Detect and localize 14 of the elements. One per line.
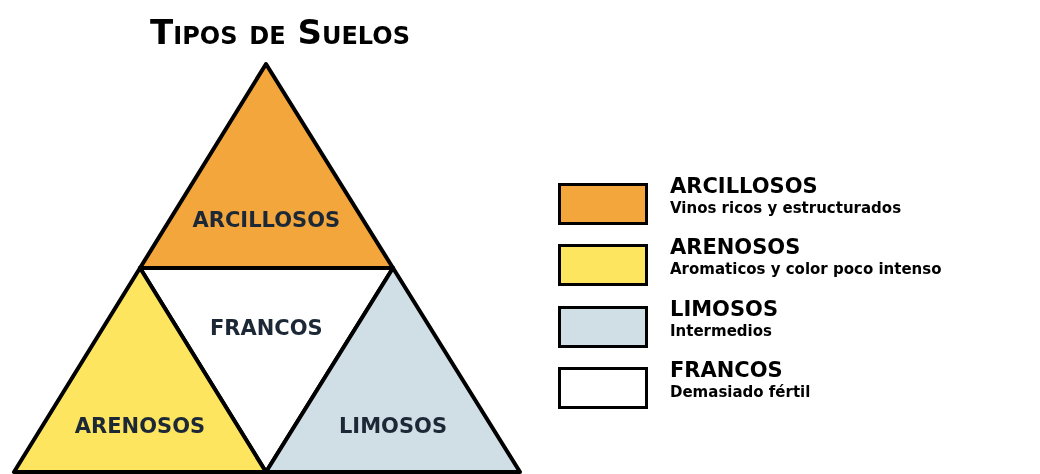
- soil-label: LIMOSOS: [339, 414, 447, 438]
- legend-heading: LIMOSOS: [670, 297, 779, 321]
- legend-heading: ARCILLOSOS: [670, 174, 818, 198]
- legend-description: Intermedios: [670, 322, 772, 340]
- soil-label: ARENOSOS: [74, 414, 206, 438]
- soil-label: FRANCOS: [209, 316, 323, 340]
- legend-heading: ARENOSOS: [670, 235, 801, 259]
- legend-description: Demasiado fértil: [670, 383, 811, 401]
- soil-label: ARCILLOSOS: [192, 208, 341, 232]
- soil-triangle: [140, 64, 393, 268]
- legend-heading: FRANCOS: [670, 358, 783, 382]
- title: Tipos de Suelos: [149, 12, 411, 52]
- legend-description: Aromaticos y color poco intenso: [670, 260, 942, 278]
- legend-description: Vinos ricos y estructurados: [670, 199, 902, 217]
